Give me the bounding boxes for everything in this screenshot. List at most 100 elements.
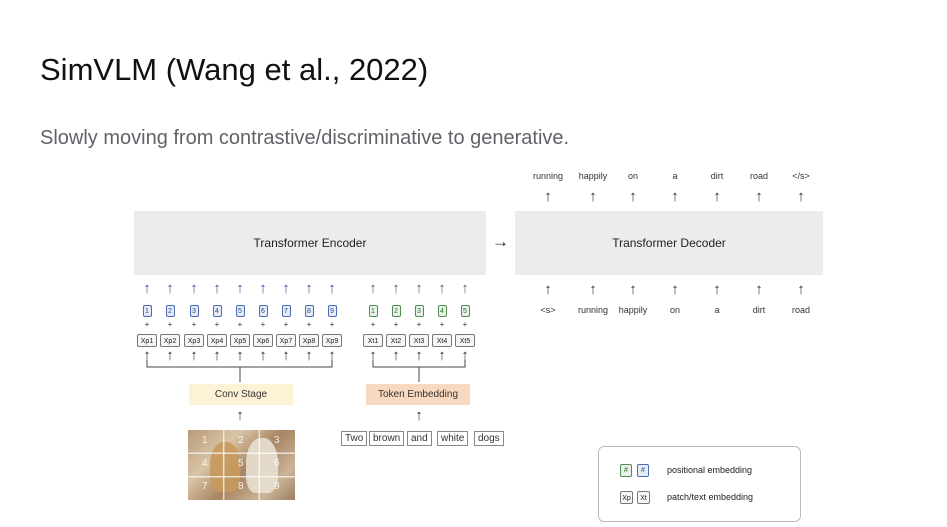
text-output-arrow: ↑ — [369, 280, 377, 297]
input-word-box: and — [407, 431, 432, 446]
legend-embedding-label: patch/text embedding — [667, 492, 754, 502]
image-grid-lines — [188, 430, 295, 500]
decoder-input-arrow: ↑ — [629, 281, 637, 298]
decoder-input-word: road — [791, 305, 810, 315]
plus-sign: + — [306, 320, 312, 329]
conv-stage-box: Conv Stage — [189, 384, 293, 405]
patch-output-arrow: ↑ — [305, 280, 313, 297]
text-position-box: 5 — [460, 305, 470, 317]
patch-token-box: Xp1 — [137, 334, 157, 347]
plus-sign: + — [393, 320, 399, 329]
image-grid-number: 4 — [202, 458, 208, 469]
input-word-box: white — [437, 431, 469, 446]
dog-left — [210, 442, 240, 492]
plus-sign: + — [283, 320, 289, 329]
text-token-box: Xt5 — [455, 334, 475, 347]
decoder-output-word: </s> — [792, 171, 810, 181]
decoder-input-arrow: ↑ — [755, 281, 763, 298]
text-position-box: 3 — [414, 305, 424, 317]
text-input-arrow: ↑ — [461, 347, 469, 364]
patch-token-box: Xp7 — [276, 334, 296, 347]
decoder-input-arrow: ↑ — [589, 281, 597, 298]
patch-token-box: Xp4 — [207, 334, 227, 347]
patch-position-box: 7 — [281, 305, 291, 317]
token-embedding-box: Token Embedding — [366, 384, 470, 405]
patch-position-box: 2 — [165, 305, 175, 317]
patch-output-arrow: ↑ — [259, 280, 267, 297]
text-token-box: Xt2 — [386, 334, 406, 347]
patch-output-arrow: ↑ — [236, 280, 244, 297]
transformer-encoder-box: Transformer Encoder — [134, 211, 486, 275]
plus-sign: + — [439, 320, 445, 329]
patch-input-arrow: ↑ — [143, 347, 151, 364]
patch-output-arrow: ↑ — [143, 280, 151, 297]
decoder-input-arrow: ↑ — [797, 281, 805, 298]
text-token-box: Xt1 — [363, 334, 383, 347]
text-position-box: 1 — [368, 305, 378, 317]
decoder-output-word: road — [749, 171, 768, 181]
plus-sign: + — [191, 320, 197, 329]
image-grid-number: 3 — [274, 435, 280, 446]
patch-token-box: Xp9 — [322, 334, 342, 347]
decoder-output-word: a — [672, 171, 678, 181]
patch-token-box: Xp8 — [299, 334, 319, 347]
patch-position-box: 5 — [235, 305, 245, 317]
legend-pos-green: # — [620, 464, 632, 477]
text-input-arrow: ↑ — [438, 347, 446, 364]
patch-token-box: Xp3 — [184, 334, 204, 347]
legend-pos-blue: # — [637, 464, 649, 477]
legend-patch-symbol: Xp — [620, 491, 633, 504]
text-token-box: Xt3 — [409, 334, 429, 347]
image-grid-number: 5 — [238, 458, 244, 469]
legend-positional-label: positional embedding — [667, 465, 753, 475]
words-to-token-arrow: ↑ — [415, 407, 423, 424]
patch-input-arrow: ↑ — [190, 347, 198, 364]
decoder-output-arrow: ↑ — [713, 188, 721, 205]
decoder-output-arrow: ↑ — [629, 188, 637, 205]
patch-input-arrow: ↑ — [236, 347, 244, 364]
patch-input-arrow: ↑ — [259, 347, 267, 364]
text-position-box: 4 — [437, 305, 447, 317]
decoder-output-word: dirt — [710, 171, 724, 181]
plus-sign: + — [167, 320, 173, 329]
input-word-box: Two — [341, 431, 368, 446]
legend-box: # # positional embedding Xp Xt patch/tex… — [598, 446, 801, 522]
text-output-arrow: ↑ — [461, 280, 469, 297]
decoder-output-word: running — [532, 171, 564, 181]
text-input-arrow: ↑ — [415, 347, 423, 364]
decoder-output-arrow: ↑ — [797, 188, 805, 205]
decoder-output-arrow: ↑ — [671, 188, 679, 205]
patch-input-arrow: ↑ — [282, 347, 290, 364]
patch-output-arrow: ↑ — [213, 280, 221, 297]
patch-input-arrow: ↑ — [305, 347, 313, 364]
decoder-output-word: happily — [578, 171, 608, 181]
image-to-conv-arrow: ↑ — [236, 407, 244, 424]
patch-output-arrow: ↑ — [282, 280, 290, 297]
patch-position-box: 4 — [212, 305, 222, 317]
plus-sign: + — [144, 320, 150, 329]
patch-output-arrow: ↑ — [166, 280, 174, 297]
patch-token-box: Xp2 — [160, 334, 180, 347]
patch-position-box: 9 — [327, 305, 337, 317]
patch-output-arrow: ↑ — [190, 280, 198, 297]
decoder-output-word: on — [627, 171, 638, 181]
patch-input-arrow: ↑ — [328, 347, 336, 364]
patch-token-box: Xp6 — [253, 334, 273, 347]
decoder-output-arrow: ↑ — [589, 188, 597, 205]
plus-sign: + — [416, 320, 422, 329]
patch-token-box: Xp5 — [230, 334, 250, 347]
dog-right — [246, 438, 278, 493]
text-output-arrow: ↑ — [438, 280, 446, 297]
legend-text-symbol: Xt — [637, 491, 650, 504]
plus-sign: + — [370, 320, 376, 329]
plus-sign: + — [237, 320, 243, 329]
decoder-input-word: a — [714, 305, 720, 315]
decoder-input-arrow: ↑ — [671, 281, 679, 298]
input-word-box: dogs — [474, 431, 504, 446]
text-position-box: 2 — [391, 305, 401, 317]
decoder-input-word: dirt — [752, 305, 766, 315]
text-input-arrow: ↑ — [369, 347, 377, 364]
image-grid-number: 1 — [202, 435, 208, 446]
slide-subtitle: Slowly moving from contrastive/discrimin… — [40, 127, 570, 149]
